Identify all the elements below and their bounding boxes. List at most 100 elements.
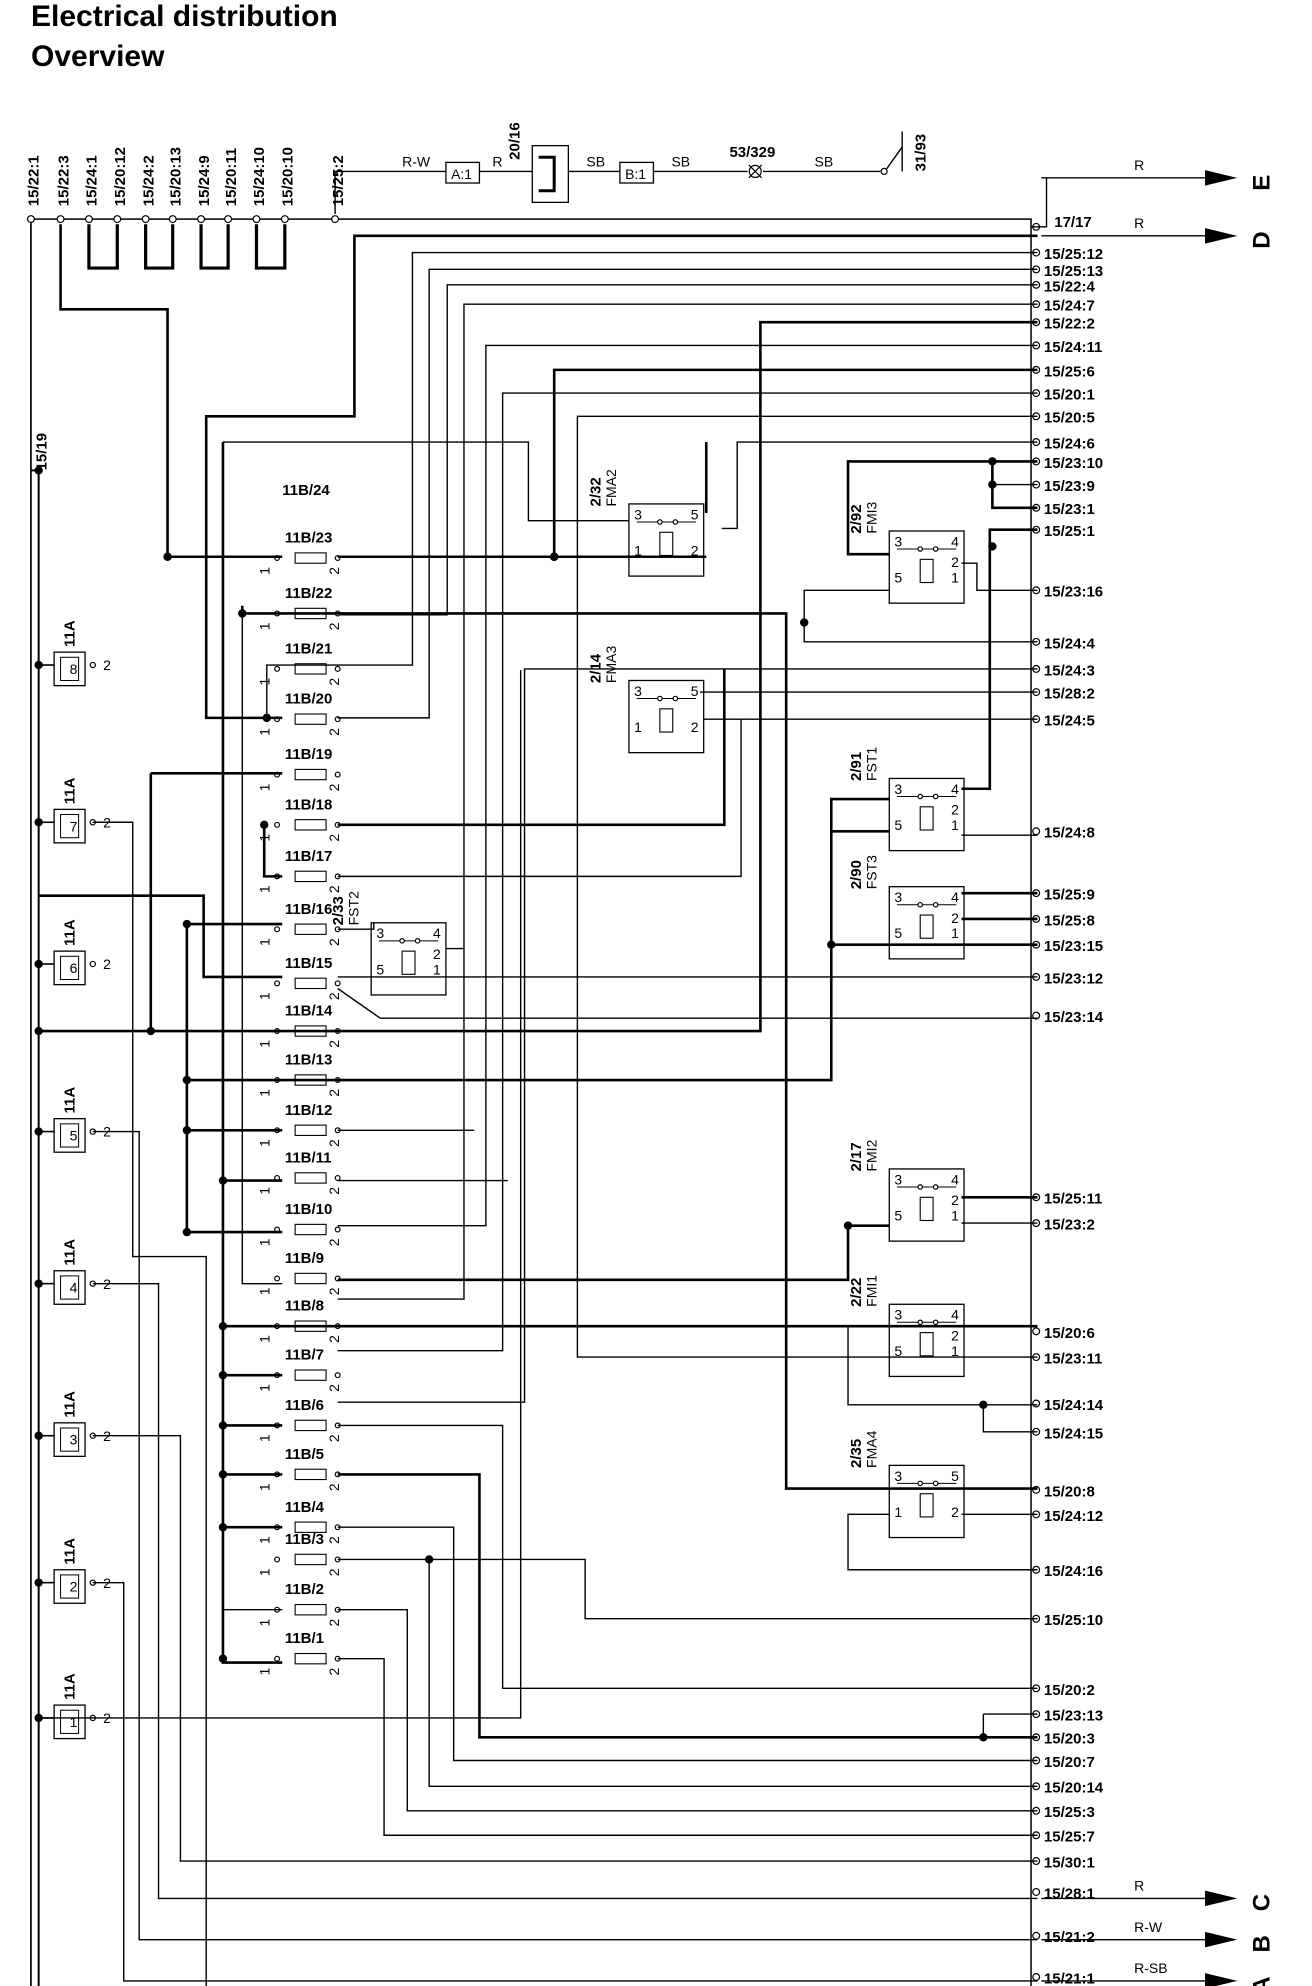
- right-pin-label: 15/28:2: [1044, 686, 1095, 703]
- fuse-11b-label: 11B/19: [285, 746, 333, 763]
- fuse-pin-label: 2: [326, 1187, 342, 1195]
- output-letter-e: E: [1248, 175, 1275, 191]
- fuse-pin-label: 1: [256, 622, 272, 630]
- fuse-11b-body: [294, 1521, 327, 1533]
- relay-coil: [919, 558, 934, 584]
- top-pin-terminal: [252, 215, 261, 224]
- junction-dot: [218, 1654, 228, 1663]
- relay-contact-pin: [917, 793, 924, 800]
- fuse-pin: [274, 1655, 281, 1662]
- fuse-pin-label: 1: [256, 885, 272, 893]
- fuse-11a-label: 11A: [62, 1391, 79, 1418]
- wire: [38, 670, 522, 1719]
- fuse-pin-label: 2: [326, 992, 342, 1000]
- wire-color-label: SB: [586, 153, 605, 169]
- fuse-pin-label: 1: [256, 783, 272, 791]
- fuse-11b-label: 11B/14: [285, 1003, 333, 1020]
- right-pin-label: 15/25:6: [1044, 363, 1095, 380]
- wire: [222, 441, 629, 522]
- fuse-11a-number: 7: [70, 818, 78, 834]
- output-letter-c: C: [1248, 1894, 1275, 1911]
- wire: [262, 824, 283, 878]
- output-arrow: [1205, 1973, 1238, 1986]
- fuse-pin-label: 1: [256, 1187, 272, 1195]
- relay-contact-pin: [672, 695, 679, 702]
- relay-pin-label: 2: [951, 1327, 959, 1343]
- output-letter-d: D: [1248, 231, 1275, 248]
- right-pin-label: 15/24:11: [1044, 339, 1102, 356]
- wire: [266, 251, 1038, 718]
- wire: [204, 234, 1038, 720]
- junction-dot: [988, 457, 997, 466]
- fuse-pin: [334, 1372, 341, 1379]
- fuse-pin-label: 2: [326, 783, 342, 791]
- right-pin-label: 15/25:10: [1044, 1612, 1103, 1629]
- fuse-pin-label: 1: [256, 1384, 272, 1392]
- relay-pin-label: 5: [894, 1343, 902, 1359]
- fuse-11b-body: [294, 1419, 327, 1432]
- fuse-11b-label: 11B/6: [285, 1397, 324, 1414]
- connector-b1: [619, 161, 655, 184]
- relay-pin-label: 5: [894, 570, 902, 586]
- fuse-pin-label: 1: [256, 1483, 272, 1491]
- wire: [337, 1558, 1038, 1620]
- wire: [186, 797, 890, 1082]
- wire: [961, 528, 1038, 791]
- fuse-pin-label: 1: [256, 1287, 272, 1295]
- fuse-11a-label: 11A: [62, 1538, 79, 1565]
- fuse-11a-inner: [60, 1709, 80, 1734]
- relay-pin-label: 1: [634, 542, 642, 558]
- relay-contact-pin: [917, 1480, 924, 1487]
- junction-dot: [218, 1523, 228, 1532]
- fuse-pin-label: 1: [256, 678, 272, 686]
- relay-pin-label: 2: [433, 946, 441, 962]
- relay-20-16-box: [531, 144, 570, 203]
- relay-pin-label: 1: [894, 1504, 902, 1520]
- fuse-11b-body: [294, 977, 327, 990]
- relay-contact-pin: [932, 1319, 939, 1326]
- relay-number-label: 2/22: [848, 1278, 865, 1307]
- wire: [337, 987, 1038, 1019]
- fuse-11b-label: 11B/24: [282, 482, 330, 499]
- fuse-11b-body: [294, 870, 327, 883]
- right-pin-terminal: [1032, 827, 1041, 836]
- junction-dot: [218, 1470, 228, 1479]
- right-pin-label: 15/22:4: [1044, 278, 1096, 295]
- pin-bridge: [254, 224, 287, 270]
- right-pin-label: 15/24:5: [1044, 713, 1095, 730]
- fuse-11b-label: 11B/1: [285, 1630, 324, 1647]
- wire: [92, 1581, 1038, 1982]
- relay-contact-pin: [917, 901, 924, 908]
- top-pin-terminal: [197, 215, 206, 224]
- right-pin-label: 15/24:6: [1044, 436, 1095, 453]
- fuse-pin-label: 1: [256, 1089, 272, 1097]
- right-pin-label: 15/23:2: [1044, 1217, 1095, 1234]
- right-pin-label: 15/28:1: [1044, 1885, 1095, 1902]
- relay-contact-pin: [932, 1480, 939, 1487]
- wire-color-label: R-W: [402, 153, 431, 169]
- relay-pin-label: 3: [376, 925, 384, 941]
- wire: [92, 1130, 1038, 1941]
- relay-pin-label: 1: [951, 817, 959, 833]
- fuse-11b-label: 11B/2: [285, 1581, 324, 1598]
- relay-code-label: FST1: [863, 747, 879, 781]
- relay-pin-label: 2: [951, 554, 959, 570]
- wire: [803, 589, 1038, 643]
- output-arrow: [1205, 1931, 1238, 1948]
- relay-pin-label: 5: [691, 506, 699, 522]
- top-pin-label: 15/20:13: [167, 147, 184, 206]
- junction-dot: [424, 1555, 434, 1564]
- wire: [92, 821, 207, 1986]
- fuse-11b-body: [294, 1272, 327, 1285]
- fuse-11a-number: 3: [70, 1432, 78, 1448]
- fuse-11b-body: [294, 713, 327, 725]
- relay-pin-label: 3: [634, 506, 642, 522]
- fuse-pin-label: 2: [326, 938, 342, 946]
- relay-pin-label: 5: [894, 817, 902, 833]
- fuse-pin-label: 2: [326, 1483, 342, 1491]
- relay-contact-pin: [657, 695, 663, 702]
- fuse-pin-label: 1: [256, 1568, 272, 1576]
- relay-box: [888, 530, 965, 604]
- top-pin-terminal: [280, 215, 289, 224]
- wire: [337, 1609, 1038, 1812]
